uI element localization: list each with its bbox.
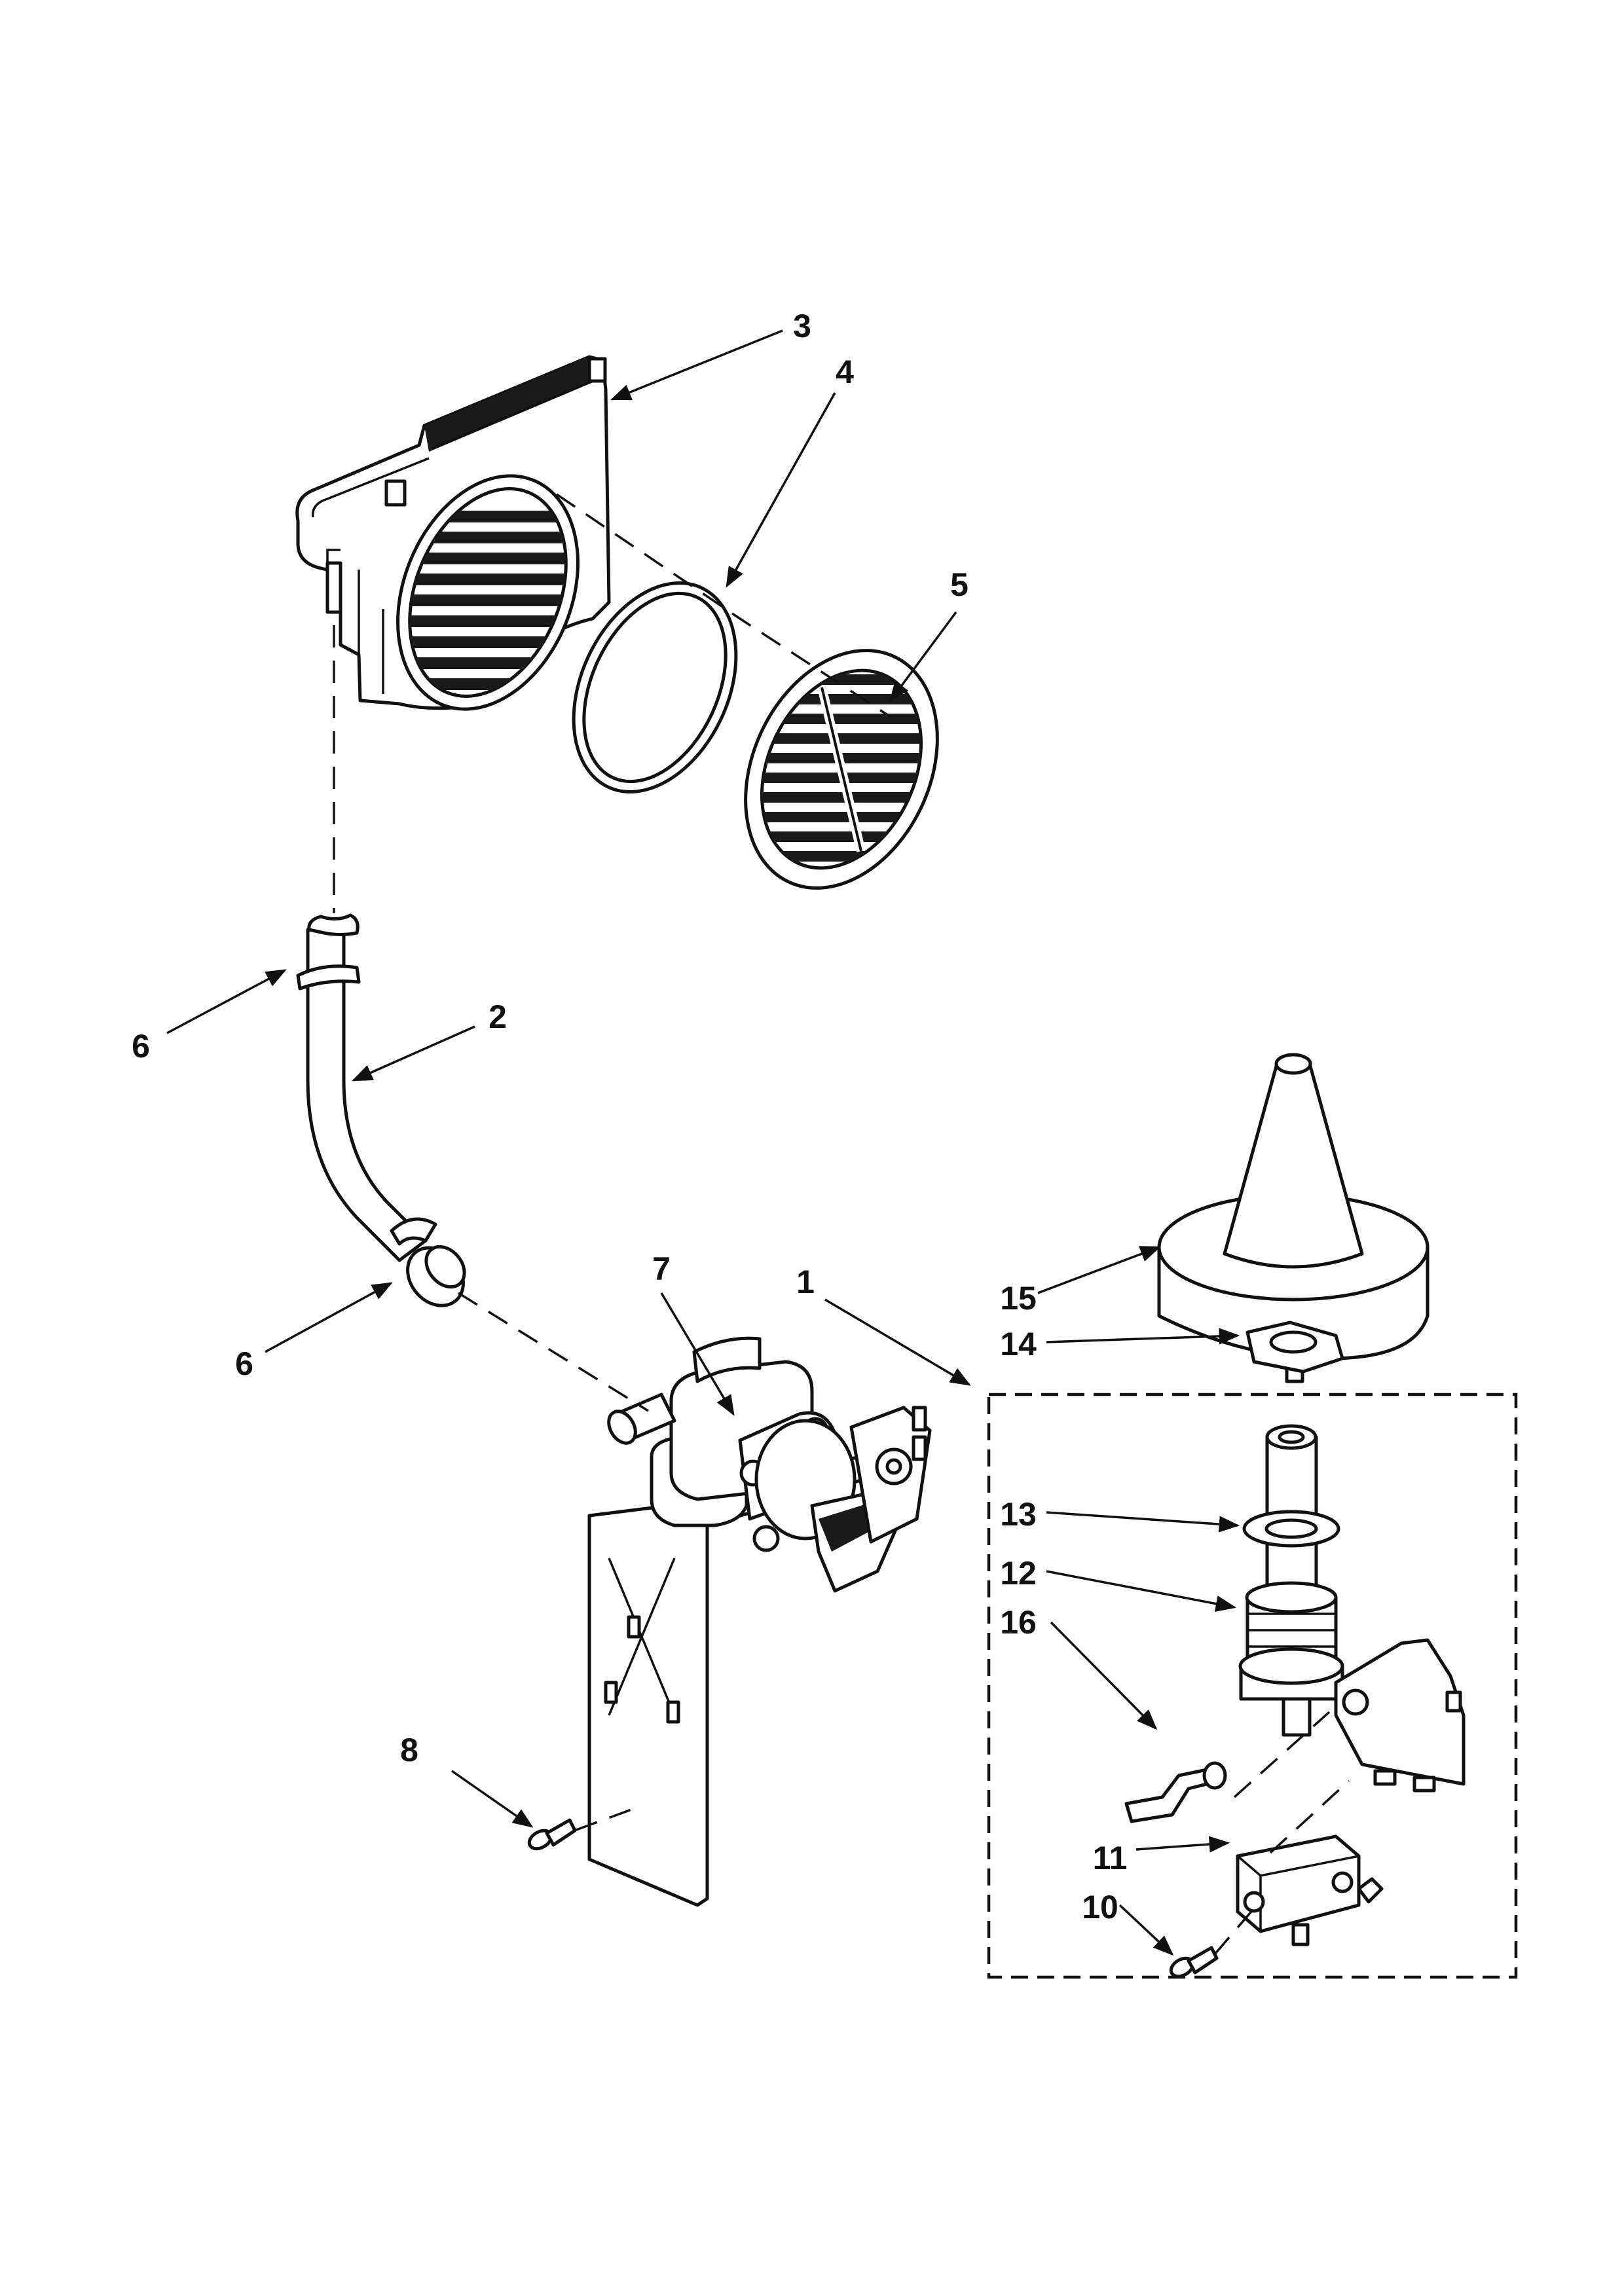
housing-grille xyxy=(393,474,589,711)
part-drain-valve xyxy=(587,1336,932,1907)
part-hex-nut xyxy=(1246,1321,1344,1374)
callout-label: 5 xyxy=(950,566,969,603)
callout-label: 8 xyxy=(400,1732,418,1768)
callout-labels: 1 2 3 4 5 6 6 7 8 10 11 12 13 14 15 16 xyxy=(132,308,1127,1925)
callout-label: 6 xyxy=(132,1028,150,1065)
callout-label: 16 xyxy=(1000,1604,1037,1641)
part-stem-washer xyxy=(1242,1510,1340,1548)
kit-boundary-box xyxy=(987,1393,1518,1979)
part-screw-switch xyxy=(1169,1946,1219,1978)
callout-label: 11 xyxy=(1093,1840,1128,1876)
part-float-stem xyxy=(1265,1424,1318,1596)
callout-label: 13 xyxy=(1000,1496,1037,1533)
callout-label: 6 xyxy=(235,1345,253,1382)
leader-lines xyxy=(166,329,1240,1956)
part-drain-hose xyxy=(296,913,466,1307)
part-hose-clamp-lower xyxy=(390,1217,437,1246)
part-switch-housing xyxy=(1238,1581,1466,1793)
callout-label: 3 xyxy=(793,308,811,344)
part-vent-housing xyxy=(295,355,611,711)
callout-label: 2 xyxy=(489,998,507,1035)
callout-label: 12 xyxy=(1000,1555,1037,1592)
callout-label: 4 xyxy=(836,354,854,390)
part-hose-clamp-upper xyxy=(296,964,361,991)
callout-label: 7 xyxy=(652,1250,671,1287)
callout-label: 14 xyxy=(1000,1326,1037,1362)
part-ring-gasket xyxy=(572,581,738,793)
callout-label: 15 xyxy=(1000,1280,1037,1317)
assembly-lines xyxy=(333,493,1350,1956)
part-actuator-lever xyxy=(1124,1761,1227,1823)
callout-label: 10 xyxy=(1082,1889,1118,1925)
part-microswitch xyxy=(1236,1834,1384,1946)
part-screw-bracket xyxy=(527,1818,577,1851)
callout-label: 1 xyxy=(796,1264,815,1300)
part-grille-cover xyxy=(731,649,952,890)
